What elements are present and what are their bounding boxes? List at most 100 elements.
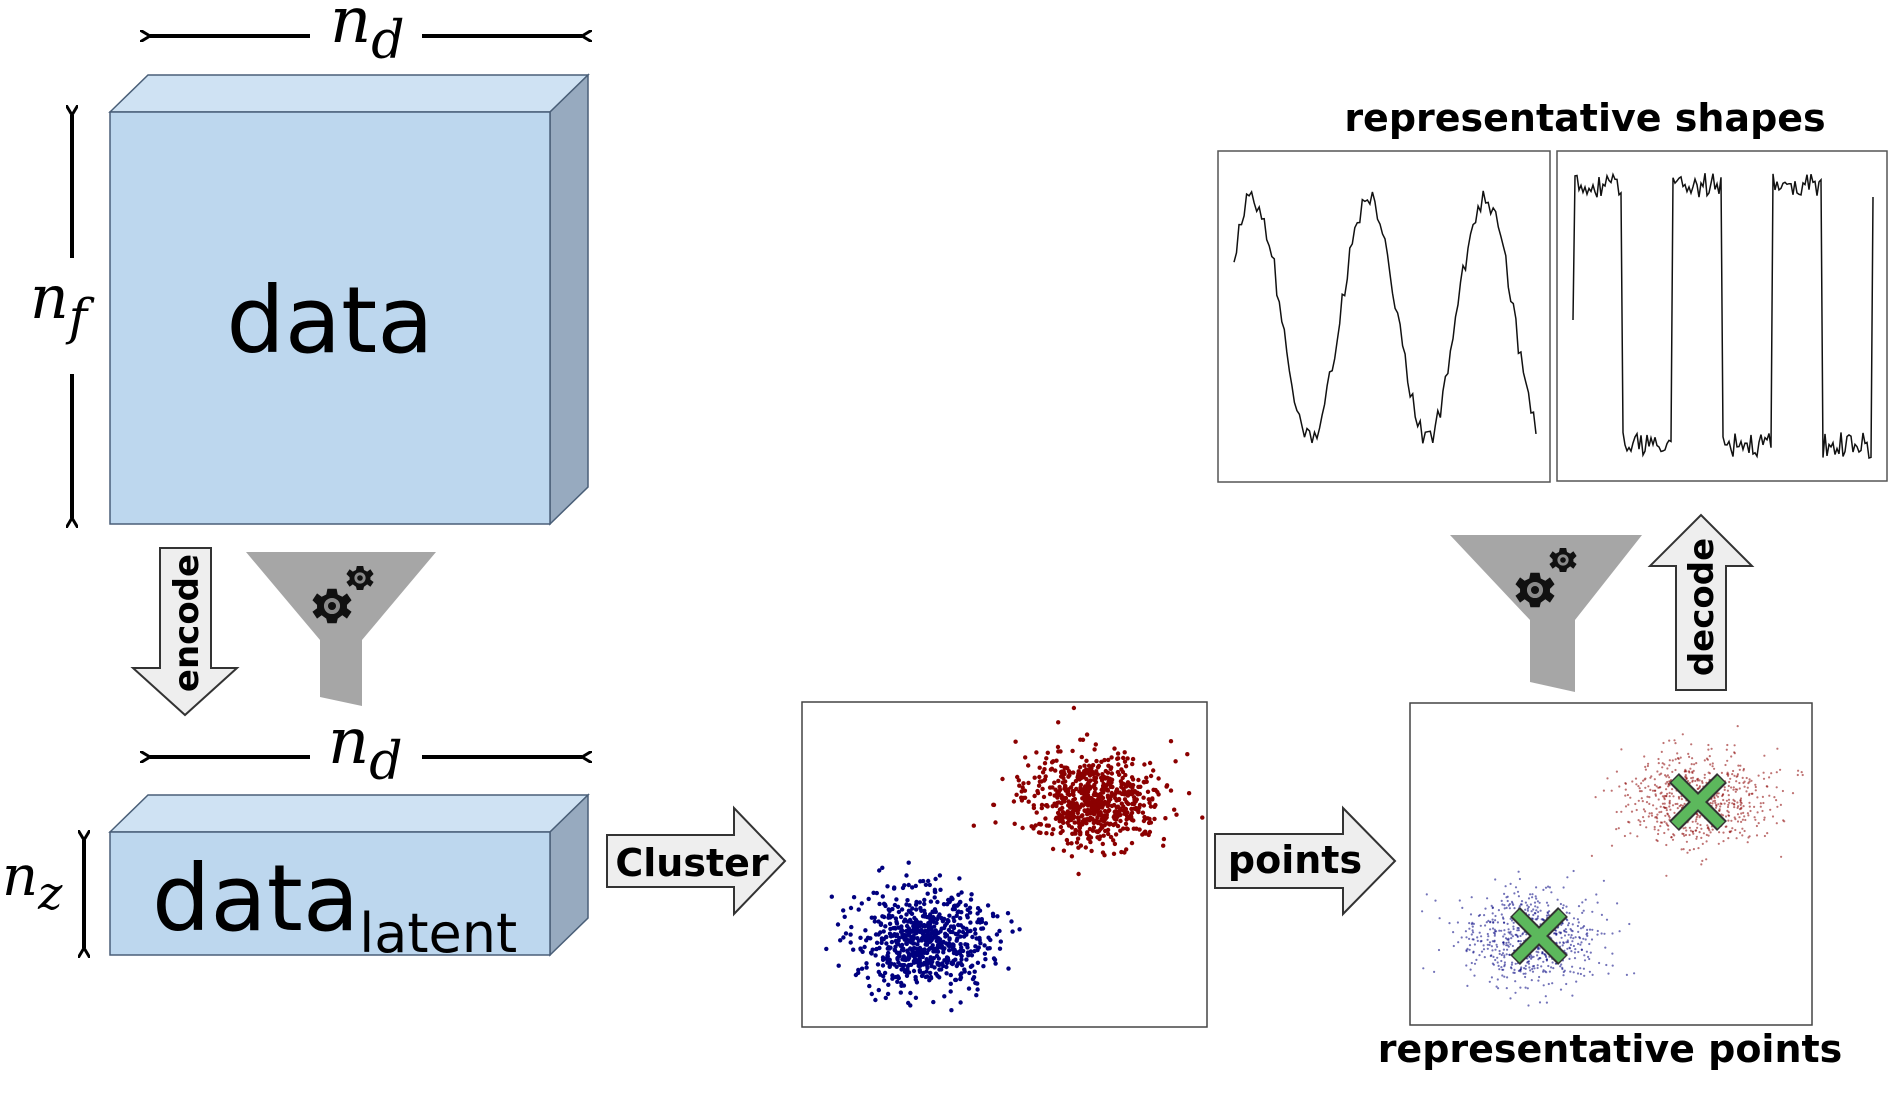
scatter-point-blue	[965, 929, 971, 934]
scatter-point-red	[1629, 832, 1632, 835]
scatter-point-blue	[1483, 914, 1486, 917]
scatter-point-blue	[920, 954, 925, 960]
scatter-point-blue	[937, 975, 942, 980]
scatter-point-red	[1057, 784, 1062, 790]
scatter-point-red	[1780, 855, 1783, 858]
scatter-point-red	[1688, 755, 1691, 759]
scatter-point-blue	[1486, 947, 1489, 950]
scatter-point-blue	[1532, 913, 1535, 917]
scatter-point-blue	[1587, 955, 1590, 959]
scatter-point-red	[1056, 800, 1062, 805]
scatter-point-red	[1683, 802, 1686, 806]
scatter-point-red	[1109, 803, 1115, 809]
scatter-point-red	[1678, 797, 1681, 800]
scatter-point-blue	[1567, 922, 1570, 925]
scatter-point-blue	[1514, 980, 1517, 983]
scatter-point-blue	[906, 860, 911, 865]
scatter-point-red	[1620, 810, 1623, 813]
scatter-point-red	[1650, 775, 1653, 778]
scatter-point-blue	[1502, 943, 1505, 946]
scatter-point-blue	[1596, 933, 1599, 936]
scatter-point-red	[1109, 771, 1115, 776]
scatter-point-blue	[1468, 927, 1471, 930]
scatter-point-red	[1063, 779, 1068, 784]
scatter-point-blue	[945, 955, 951, 961]
scatter-point-blue	[1543, 953, 1546, 956]
scatter-point-blue	[932, 889, 938, 894]
scatter-point-red	[1685, 840, 1688, 843]
scatter-point-blue	[1470, 933, 1473, 936]
scatter-point-red	[1146, 797, 1152, 802]
scatter-point-red	[1136, 777, 1141, 783]
scatter-point-red	[1695, 762, 1698, 765]
scatter-point-blue	[965, 950, 971, 955]
scatter-point-red	[1734, 818, 1737, 821]
scatter-point-blue	[886, 982, 891, 987]
scatter-point-blue	[1554, 929, 1558, 932]
scatter-point-red	[1646, 795, 1649, 798]
scatter-point-blue	[882, 978, 887, 983]
scatter-point-blue	[1544, 886, 1548, 889]
scatter-point-red	[1035, 790, 1041, 796]
scatter-point-blue	[1502, 921, 1506, 924]
scatter-point-blue	[885, 954, 890, 959]
scatter-point-blue	[867, 983, 872, 989]
scatter-point-red	[1693, 763, 1696, 766]
scatter-point-red	[1695, 816, 1698, 819]
scatter-point-blue	[895, 974, 901, 979]
scatter-point-blue	[1487, 935, 1490, 938]
scatter-point-blue	[1494, 914, 1497, 918]
scatter-point-red	[1079, 787, 1084, 792]
scatter-point-red	[1685, 777, 1688, 781]
scatter-point-red	[1090, 828, 1096, 833]
scatter-point-blue	[1576, 918, 1579, 921]
scatter-point-red	[1691, 820, 1694, 823]
scatter-point-red	[1698, 816, 1701, 819]
scatter-point-red	[1761, 809, 1764, 813]
scatter-point-red	[1655, 815, 1658, 819]
scatter-point-blue	[942, 916, 947, 922]
scatter-point-red	[1671, 838, 1675, 841]
scatter-point-blue	[891, 926, 896, 931]
encode-arrow: encode	[130, 547, 240, 717]
scatter-point-blue	[1540, 965, 1543, 968]
scatter-point-blue	[884, 941, 889, 946]
scatter-point-red	[1088, 785, 1093, 790]
scatter-point-blue	[1600, 932, 1603, 935]
scatter-point-red	[1094, 758, 1099, 764]
scatter-point-blue	[1509, 930, 1512, 934]
scatter-point-red	[1100, 783, 1106, 789]
scatter-point-red	[1610, 844, 1614, 847]
scatter-point-blue	[933, 971, 939, 976]
scatter-point-blue	[1531, 893, 1534, 896]
scatter-point-blue	[1577, 942, 1580, 946]
scatter-point-blue	[1469, 968, 1472, 971]
scatter-point-blue	[897, 953, 902, 959]
scatter-point-red	[1091, 825, 1097, 830]
scatter-point-blue	[920, 948, 926, 954]
scatter-point-red	[1174, 812, 1179, 817]
scatter-point-red	[1746, 841, 1749, 844]
scatter-point-red	[1161, 836, 1167, 842]
scatter-point-blue	[892, 947, 897, 952]
scatter-point-blue	[1509, 882, 1512, 886]
scatter-point-blue	[1537, 979, 1540, 982]
scatter-point-red	[1709, 801, 1712, 805]
scatter-point-red	[1742, 781, 1745, 785]
scatter-point-red	[1688, 849, 1691, 852]
scatter-point-red	[1665, 806, 1668, 810]
scatter-point-blue	[1566, 919, 1569, 922]
scatter-point-blue	[1539, 957, 1542, 960]
scatter-point-blue	[928, 938, 933, 944]
scatter-point-blue	[1500, 913, 1503, 916]
scatter-point-blue	[1547, 914, 1550, 917]
scatter-point-red	[1732, 788, 1735, 791]
scatter-point-blue	[1490, 976, 1493, 979]
scatter-point-blue	[1526, 909, 1529, 912]
scatter-point-blue	[921, 970, 926, 976]
scatter-point-red	[1043, 816, 1048, 821]
scatter-point-blue	[982, 951, 988, 956]
scatter-point-red	[1075, 810, 1081, 816]
scatter-point-blue	[1534, 912, 1537, 915]
scatter-point-blue	[1511, 935, 1514, 938]
